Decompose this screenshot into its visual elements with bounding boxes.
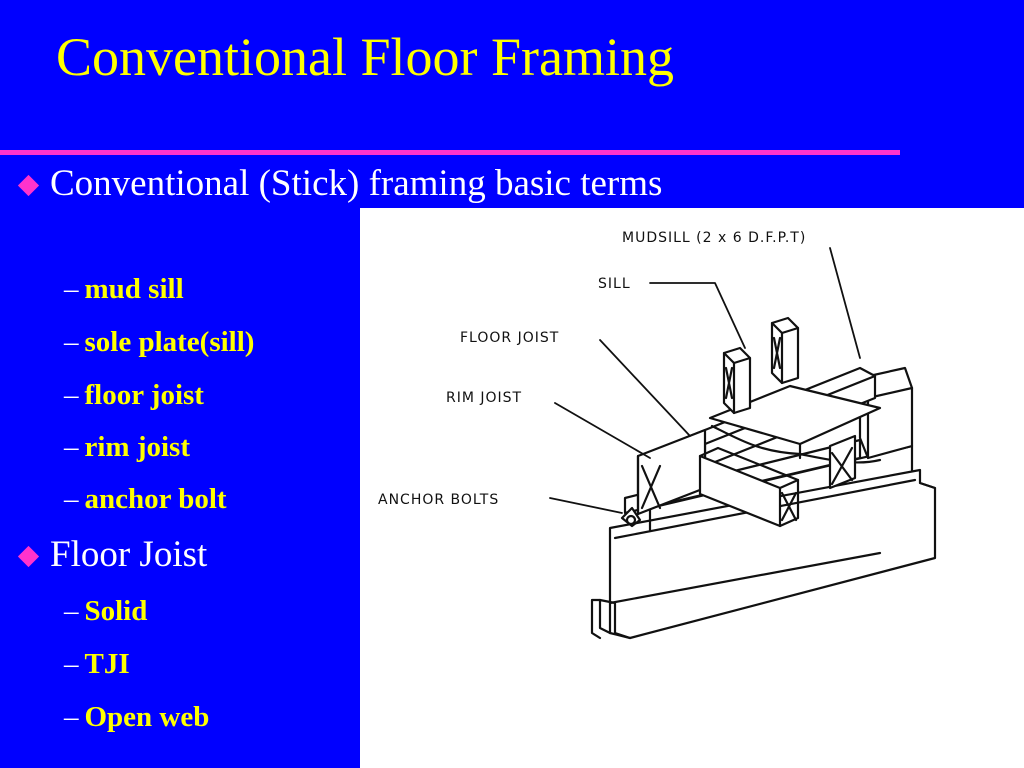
subitem-label: sole plate(sill) (84, 326, 255, 358)
front-joist-member (698, 446, 800, 528)
dash: – (64, 483, 79, 515)
leader-lines (549, 247, 861, 514)
blocking-member (828, 434, 857, 490)
subitem-solid: –Solid (64, 594, 147, 628)
dash: – (64, 595, 79, 627)
dash: – (64, 326, 79, 358)
subitem-label: floor joist (84, 379, 204, 411)
label-floor-joist: FLOOR JOIST (460, 330, 559, 346)
bullet-floor-joist: Floor Joist (50, 534, 208, 575)
rim-joist-member (636, 428, 707, 516)
subitem-floor-joist: –floor joist (64, 378, 204, 412)
label-rim-joist: RIM JOIST (446, 390, 522, 406)
subitem-open-web: –Open web (64, 700, 209, 734)
floor-framing-drawing: MUDSILL (2 x 6 D.F.P.T) SILL FLOOR JOIST… (378, 230, 937, 640)
bullet-list: Conventional (Stick) framing basic terms… (0, 0, 662, 768)
dash: – (64, 431, 79, 463)
subitem-mud-sill: –mud sill (64, 272, 184, 306)
subfloor-sheet (708, 384, 882, 464)
dash: – (64, 648, 79, 680)
stud-right (770, 316, 800, 385)
title-rule (0, 150, 900, 155)
subitem-label: Open web (84, 701, 210, 733)
slide-title: Conventional Floor Framing (56, 27, 674, 87)
floor-framing-diagram: MUDSILL (2 x 6 D.F.P.T) SILL FLOOR JOIST… (360, 208, 1024, 768)
label-mudsill: MUDSILL (2 x 6 D.F.P.T) (622, 230, 806, 246)
dash: – (64, 701, 79, 733)
subitem-anchor-bolt: –anchor bolt (64, 482, 227, 516)
subitem-label: rim joist (84, 431, 191, 463)
subitem-rim-joist: –rim joist (64, 430, 190, 464)
stud-left (722, 346, 752, 415)
foundation-outline (590, 444, 937, 640)
label-anchor-bolts: ANCHOR BOLTS (378, 492, 499, 508)
subitem-tji: –TJI (64, 647, 130, 681)
bullet-framing-terms: Conventional (Stick) framing basic terms (50, 163, 663, 204)
label-sill: SILL (598, 276, 631, 292)
dash: – (64, 273, 79, 305)
subitem-label: TJI (84, 648, 130, 680)
bullet-diamond-icon (17, 545, 40, 568)
subitem-sole-plate: –sole plate(sill) (64, 325, 254, 359)
subitem-label: mud sill (84, 273, 184, 305)
dash: – (64, 379, 79, 411)
bullet-diamond-icon (17, 174, 40, 197)
subitem-label: anchor bolt (84, 483, 227, 515)
subitem-label: Solid (84, 595, 148, 627)
